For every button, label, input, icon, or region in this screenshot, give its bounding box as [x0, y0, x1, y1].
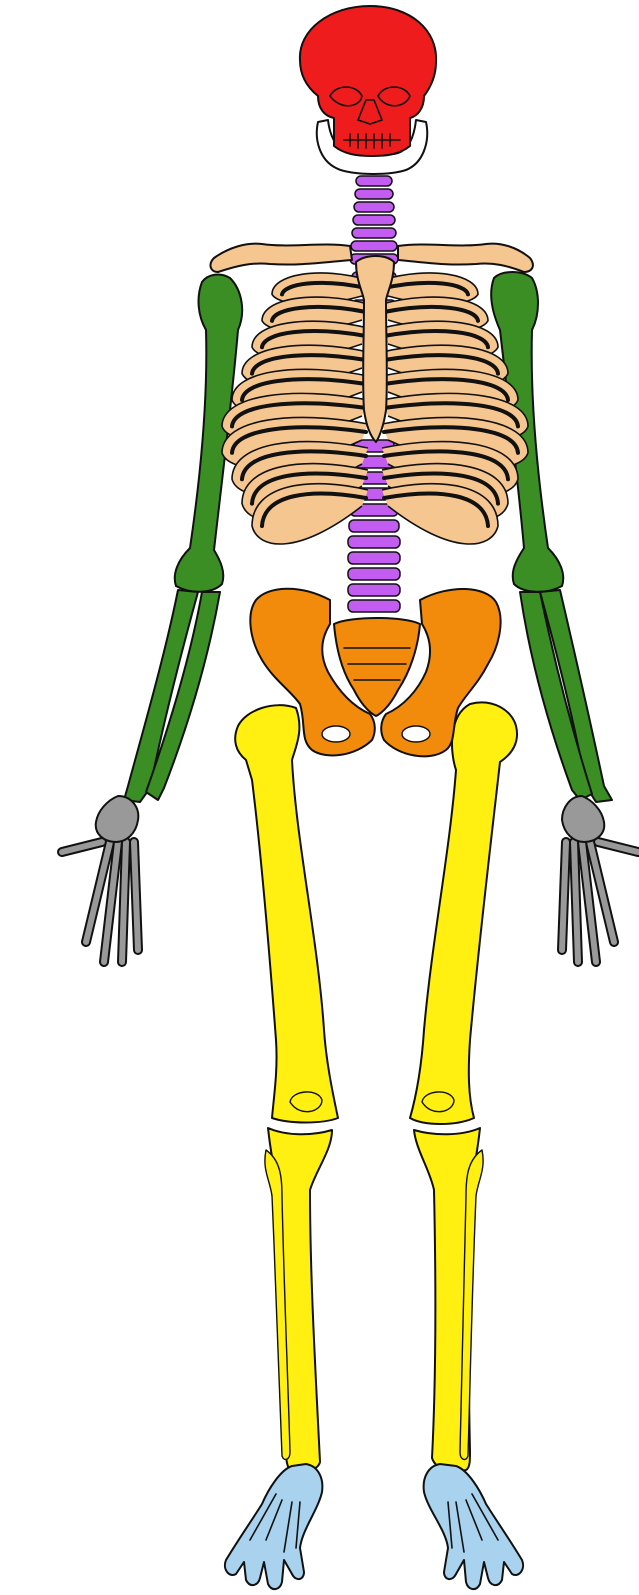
vertebra — [349, 520, 399, 532]
left-femur — [235, 705, 338, 1122]
left-arm-bones — [124, 275, 242, 802]
vertebra — [351, 241, 397, 251]
left-carpals — [96, 796, 139, 842]
left-clavicle — [211, 244, 352, 272]
vertebra — [355, 189, 393, 199]
vertebra — [348, 600, 400, 612]
vertebra — [348, 568, 400, 580]
skull-and-mandible — [300, 6, 436, 174]
right-hand-bones — [562, 796, 638, 962]
right-leg-bones — [410, 702, 517, 1471]
left-leg-bones — [235, 705, 338, 1472]
right-clavicle — [398, 244, 533, 272]
vertebra — [348, 584, 400, 596]
finger-bone — [574, 842, 578, 962]
vertebra — [348, 552, 400, 564]
left-tarsals — [225, 1464, 322, 1589]
vertebra — [352, 228, 396, 238]
right-tarsals — [424, 1464, 523, 1589]
vertebra — [354, 202, 394, 212]
left-foot-bones — [225, 1464, 322, 1589]
finger-bone — [562, 842, 566, 950]
right-carpals — [562, 796, 604, 842]
finger-bone — [122, 842, 126, 962]
right-femur — [410, 702, 517, 1124]
right-foot-bones — [424, 1464, 523, 1589]
vertebra — [356, 176, 392, 186]
left-hand-bones — [62, 796, 138, 962]
finger-bone — [134, 842, 138, 950]
vertebra — [348, 536, 400, 548]
vertebra — [353, 215, 395, 225]
